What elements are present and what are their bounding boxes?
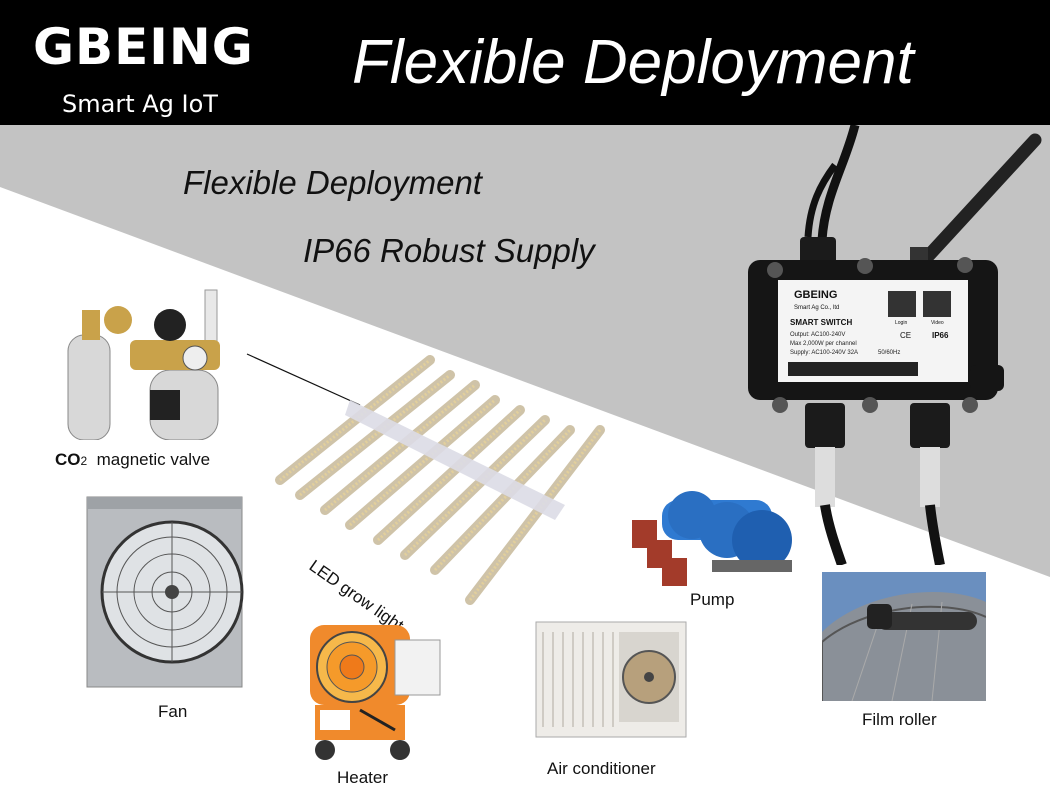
device-company: Smart Ag Co., ltd [794,305,839,311]
barcode-icon [788,362,918,376]
qr-video-label: Video [931,320,944,326]
brand-logo: GBEING [33,18,254,76]
device-max: Max 2,000W per channel [790,341,857,347]
header-bar: GBEING Smart Ag IoT Flexible Deployment [0,0,1050,125]
device-freq: 50/60Hz [878,350,900,356]
device-supply: Supply: AC100-240V 32A [790,350,858,356]
device-brand: GBEING [794,289,837,301]
fan-image [86,496,244,688]
leader-line [246,353,361,406]
led-grow-light-image [275,355,605,605]
device-output: Output: AC100-240V [790,332,845,338]
film-roller-image [822,572,986,701]
co2-valve-label: CO2 magnetic valve [55,450,211,469]
pump-label: Pump [690,590,735,609]
film-roller-label: Film roller [862,710,937,729]
air-conditioner-label: Air conditioner [547,759,656,778]
device-product: SMART SWITCH [790,318,852,327]
co2-valve-image [67,289,220,440]
air-conditioner-image [535,621,687,738]
fan-label: Fan [158,702,188,721]
brand-tagline: Smart Ag IoT [62,90,218,118]
qr-login-label: Login [895,320,907,326]
diagonal-background [0,125,1050,577]
tagline-ip66: IP66 Robust Supply [303,232,595,269]
pump-image [632,491,792,586]
page-title: Flexible Deployment [352,28,914,97]
device-ip-rating: IP66 [932,331,949,340]
tagline-flexible: Flexible Deployment [183,164,482,201]
qr-login-icon [888,291,916,317]
heater-label: Heater [337,768,389,787]
qr-video-icon [923,291,951,317]
heater-image [310,625,441,760]
device-ce: CE [900,331,911,340]
smart-switch-device: GBEING Smart Ag Co., ltd SMART SWITCH Ou… [748,125,1042,565]
